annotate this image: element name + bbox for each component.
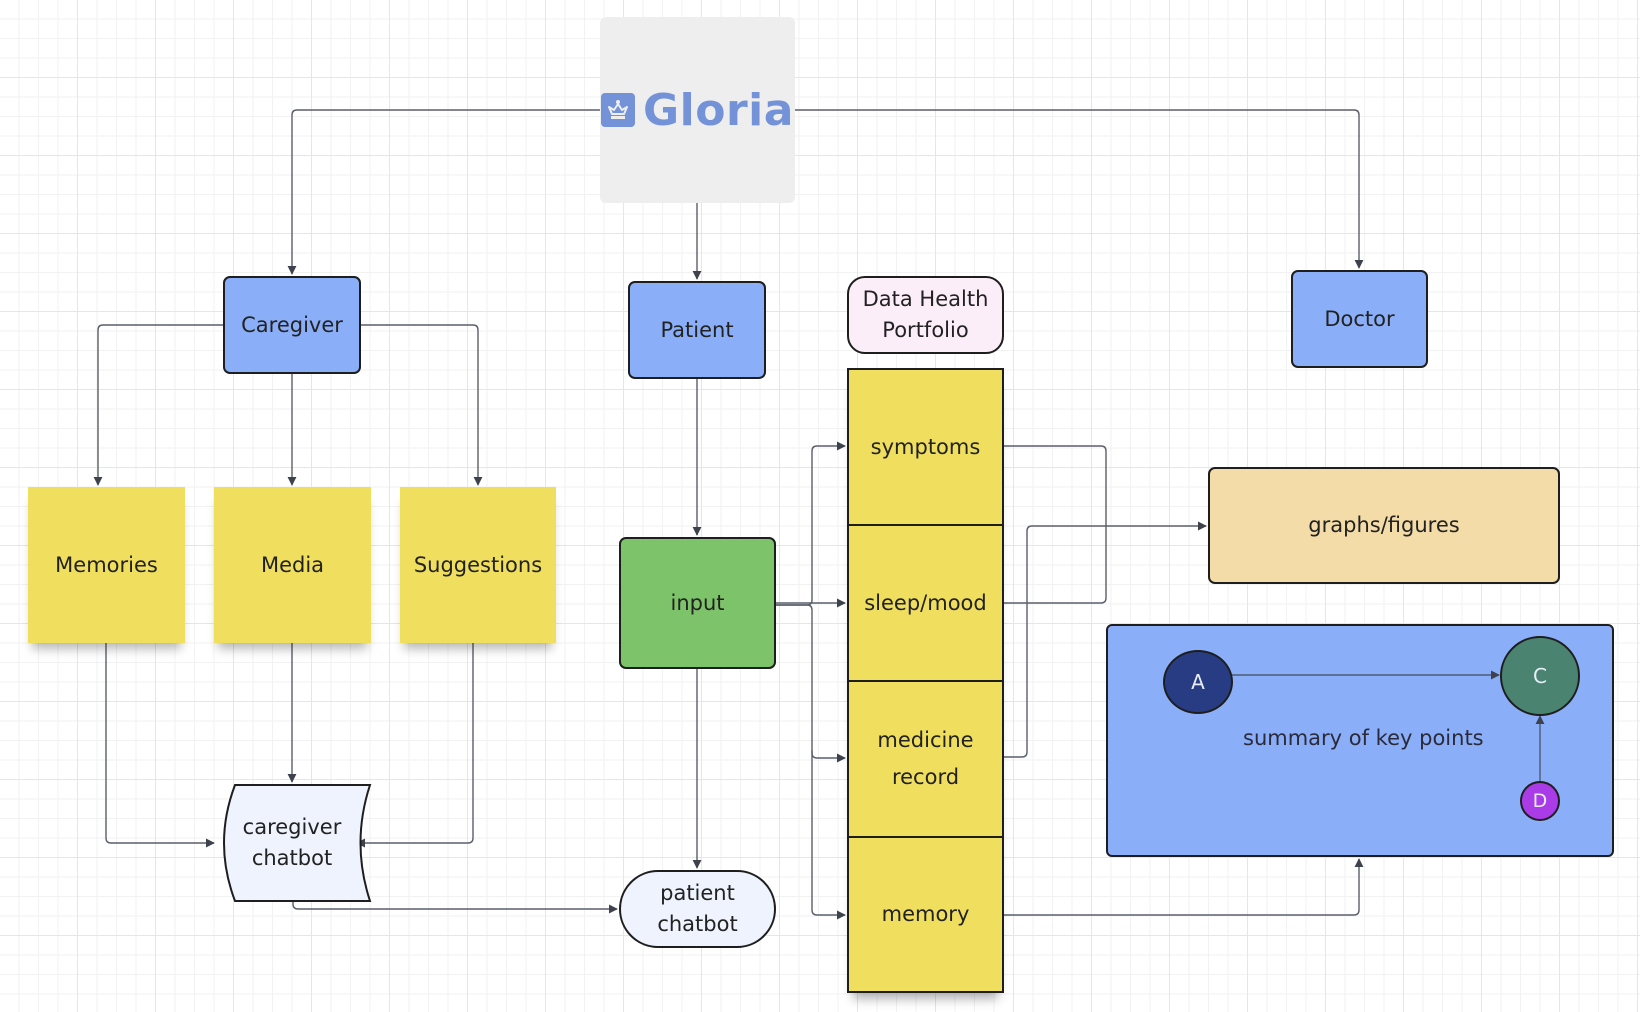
- sticky-suggestions[interactable]: Suggestions: [400, 487, 556, 643]
- portfolio-section-symptoms[interactable]: symptoms: [847, 368, 1004, 526]
- node-a[interactable]: A: [1163, 650, 1233, 714]
- connector-input-symptoms: [776, 441, 846, 606]
- connector-input-memory: [811, 750, 846, 920]
- symptoms-label: symptoms: [870, 434, 981, 459]
- node-d[interactable]: D: [1520, 781, 1560, 821]
- portfolio-title-line-2: Portfolio: [882, 318, 969, 342]
- node-c-label: C: [1533, 664, 1547, 688]
- graphs-figures-node[interactable]: graphs/figures: [1208, 467, 1560, 584]
- input-node[interactable]: input: [619, 537, 776, 669]
- medicine-record-line-2: record: [891, 765, 960, 789]
- graphs-figures-label: graphs/figures: [1308, 513, 1460, 537]
- patient-label: Patient: [660, 317, 734, 342]
- connector-caregiver-suggestions: [361, 324, 483, 486]
- input-label: input: [670, 590, 725, 615]
- portfolio-section-medicine-record[interactable]: medicine record: [847, 680, 1004, 838]
- connector-gloria-doctor: [795, 109, 1364, 269]
- sticky-media-label: Media: [260, 552, 325, 577]
- connector-suggestions-chatbot: [356, 643, 474, 848]
- node-c[interactable]: C: [1500, 636, 1580, 716]
- sleep-mood-label: sleep/mood: [864, 590, 987, 615]
- gloria-logo: Gloria: [601, 84, 794, 136]
- connector-memory-summary: [1004, 858, 1364, 916]
- caregiver-chatbot-node[interactable]: caregiver chatbot: [213, 784, 373, 902]
- sticky-media[interactable]: Media: [214, 487, 371, 643]
- patient-chatbot-node[interactable]: patient chatbot: [619, 870, 776, 948]
- caregiver-chatbot-line-2: chatbot: [251, 846, 333, 870]
- portfolio-title-node[interactable]: Data Health Portfolio: [847, 276, 1004, 354]
- summary-label: summary of key points: [1243, 726, 1484, 750]
- crown-icon: [601, 93, 636, 127]
- connector-symptoms-graphs: [1004, 445, 1107, 604]
- memory-label: memory: [881, 902, 970, 926]
- portfolio-section-sleep-mood[interactable]: sleep/mood: [847, 524, 1004, 682]
- sticky-memories-label: Memories: [55, 552, 158, 577]
- patient-node[interactable]: Patient: [628, 281, 766, 379]
- portfolio-section-memory[interactable]: memory: [847, 836, 1004, 993]
- gloria-logo-card[interactable]: Gloria: [600, 17, 795, 203]
- caregiver-node[interactable]: Caregiver: [223, 276, 361, 374]
- gloria-brand-text: Gloria: [643, 84, 794, 136]
- sticky-suggestions-label: Suggestions: [413, 552, 543, 577]
- connector-memories-chatbot: [105, 643, 215, 848]
- patient-chatbot-line-1: patient: [660, 881, 735, 905]
- portfolio-stack: symptoms sleep/mood medicine record memo…: [847, 368, 1004, 993]
- portfolio-title-line-1: Data Health: [862, 287, 989, 311]
- medicine-record-line-1: medicine: [877, 728, 974, 752]
- connector-input-medicine: [776, 604, 846, 763]
- doctor-node[interactable]: Doctor: [1291, 270, 1428, 368]
- connector-caregiver-memories: [93, 324, 223, 486]
- node-a-label: A: [1191, 670, 1205, 694]
- patient-chatbot-line-2: chatbot: [657, 912, 738, 936]
- connector-gloria-caregiver: [287, 109, 600, 275]
- sticky-memories[interactable]: Memories: [28, 487, 185, 643]
- connector-cgchatbot-ptchatbot: [292, 902, 618, 914]
- doctor-label: Doctor: [1324, 306, 1395, 331]
- caregiver-chatbot-line-1: caregiver: [242, 815, 342, 839]
- node-d-label: D: [1532, 790, 1548, 812]
- caregiver-label: Caregiver: [241, 312, 343, 337]
